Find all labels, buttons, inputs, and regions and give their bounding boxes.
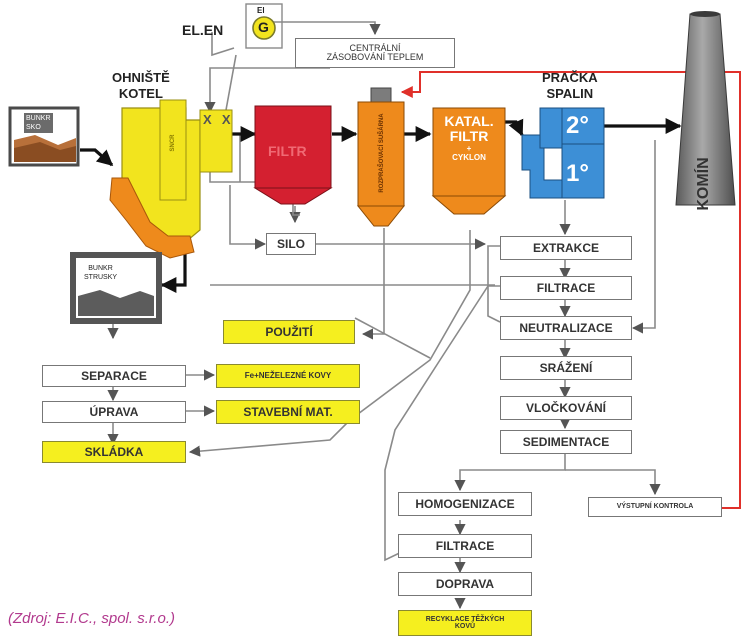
scrubber-shape	[521, 107, 605, 199]
sklauka-box: SKLÁDKA	[42, 441, 186, 463]
source-caption: (Zdroj: E.I.C., spol. s.r.o.)	[8, 610, 175, 627]
separace-box: SEPARACE	[42, 365, 186, 387]
cat-filter-line-2: FILTR	[449, 128, 489, 144]
vlockovani-box: VLOČKOVÁNÍ	[500, 396, 632, 420]
generator-label: G	[258, 19, 269, 35]
slag-bunker-label: BUNKR STRUSKY	[84, 264, 117, 282]
scrubber-title-line-2: SPALIN	[546, 86, 594, 101]
generator-frame	[245, 3, 283, 49]
cat-filter-line-3: +	[466, 144, 472, 153]
waste-bunker-line-1: BUNKR	[26, 115, 51, 122]
return-line	[400, 71, 741, 509]
furnace-line: OHNIŠTĚ	[112, 70, 170, 85]
doprava-box: DOPRAVA	[398, 572, 532, 596]
furnace-boiler-label: OHNIŠTĚ KOTEL	[112, 70, 170, 102]
slag-bunker-shape	[70, 252, 162, 324]
exchanger-marks: X X	[203, 112, 232, 127]
cat-filter-line-1: KATAL.	[444, 113, 494, 129]
scrubber-stage-1: 1°	[566, 160, 589, 187]
boiler-inner-label: SNCR	[170, 134, 176, 152]
sedimentace-box: SEDIMENTACE	[500, 430, 632, 454]
filtrace-2-box: FILTRACE	[398, 534, 532, 558]
boiler-line: KOTEL	[118, 86, 163, 101]
reactor-label: ROZPRAŠOVACÍ SUŠÁRNA	[379, 113, 385, 193]
reactor-shape	[356, 87, 406, 227]
scrubber-stage-2: 2°	[566, 112, 589, 139]
generator-circle	[252, 16, 276, 40]
recyklace-box: RECYKLACE TĚŽKÝCH KOVŮ	[398, 610, 532, 636]
homogenizace-box: HOMOGENIZACE	[398, 492, 532, 516]
waste-bunker-line-2: SKO	[26, 124, 41, 131]
waste-bunker	[8, 106, 80, 167]
chimney-label: KOMÍN	[695, 157, 712, 211]
filtrace-1-box: FILTRACE	[500, 276, 632, 300]
pouziti-box: POUŽITÍ	[223, 320, 355, 344]
uprava-box: ÚPRAVA	[42, 401, 186, 423]
recyklace-line-2: KOVŮ	[454, 623, 476, 630]
generator-box-label: El	[257, 6, 265, 15]
srazeni-box: SRÁŽENÍ	[500, 356, 632, 380]
scrubber-title: PRAČKA SPALIN	[542, 70, 598, 102]
neutralizace-box: NEUTRALIZACE	[500, 316, 632, 340]
cat-filter-shape	[431, 107, 507, 215]
vystupni-kontrola-box: VÝSTUPNÍ KONTROLA	[588, 497, 722, 517]
stavebni-mat-box: STAVEBNÍ MAT.	[216, 400, 360, 424]
cat-filter-label: KATAL. FILTR + CYKLON	[436, 114, 502, 163]
scrubber-title-line-1: PRAČKA	[542, 70, 598, 85]
filter-label: FILTR	[268, 143, 307, 159]
slag-bunker-line-1: BUNKR	[88, 265, 113, 272]
fe-metals-box: Fe+NEŽELEZNÉ KOVY	[216, 364, 360, 388]
waste-bunker-label: BUNKR SKO	[24, 113, 53, 133]
slag-bunker-line-2: STRUSKY	[84, 274, 118, 281]
el-en-label: EL.EN	[182, 22, 224, 38]
boiler-shape	[109, 99, 233, 259]
filter-shape	[253, 105, 333, 205]
silo-box: SILO	[266, 233, 316, 255]
recyklace-line-1: RECYKLACE TĚŽKÝCH	[425, 615, 505, 623]
central-heating-line-1: CENTRÁLNÍ	[349, 42, 401, 53]
central-heating-line-2: ZÁSOBOVÁNÍ TEPLEM	[326, 52, 424, 62]
cat-filter-line-4: CYKLON	[452, 153, 486, 162]
central-heating-box: CENTRÁLNÍ ZÁSOBOVÁNÍ TEPLEM	[295, 38, 455, 68]
extrakce-box: EXTRAKCE	[500, 236, 632, 260]
